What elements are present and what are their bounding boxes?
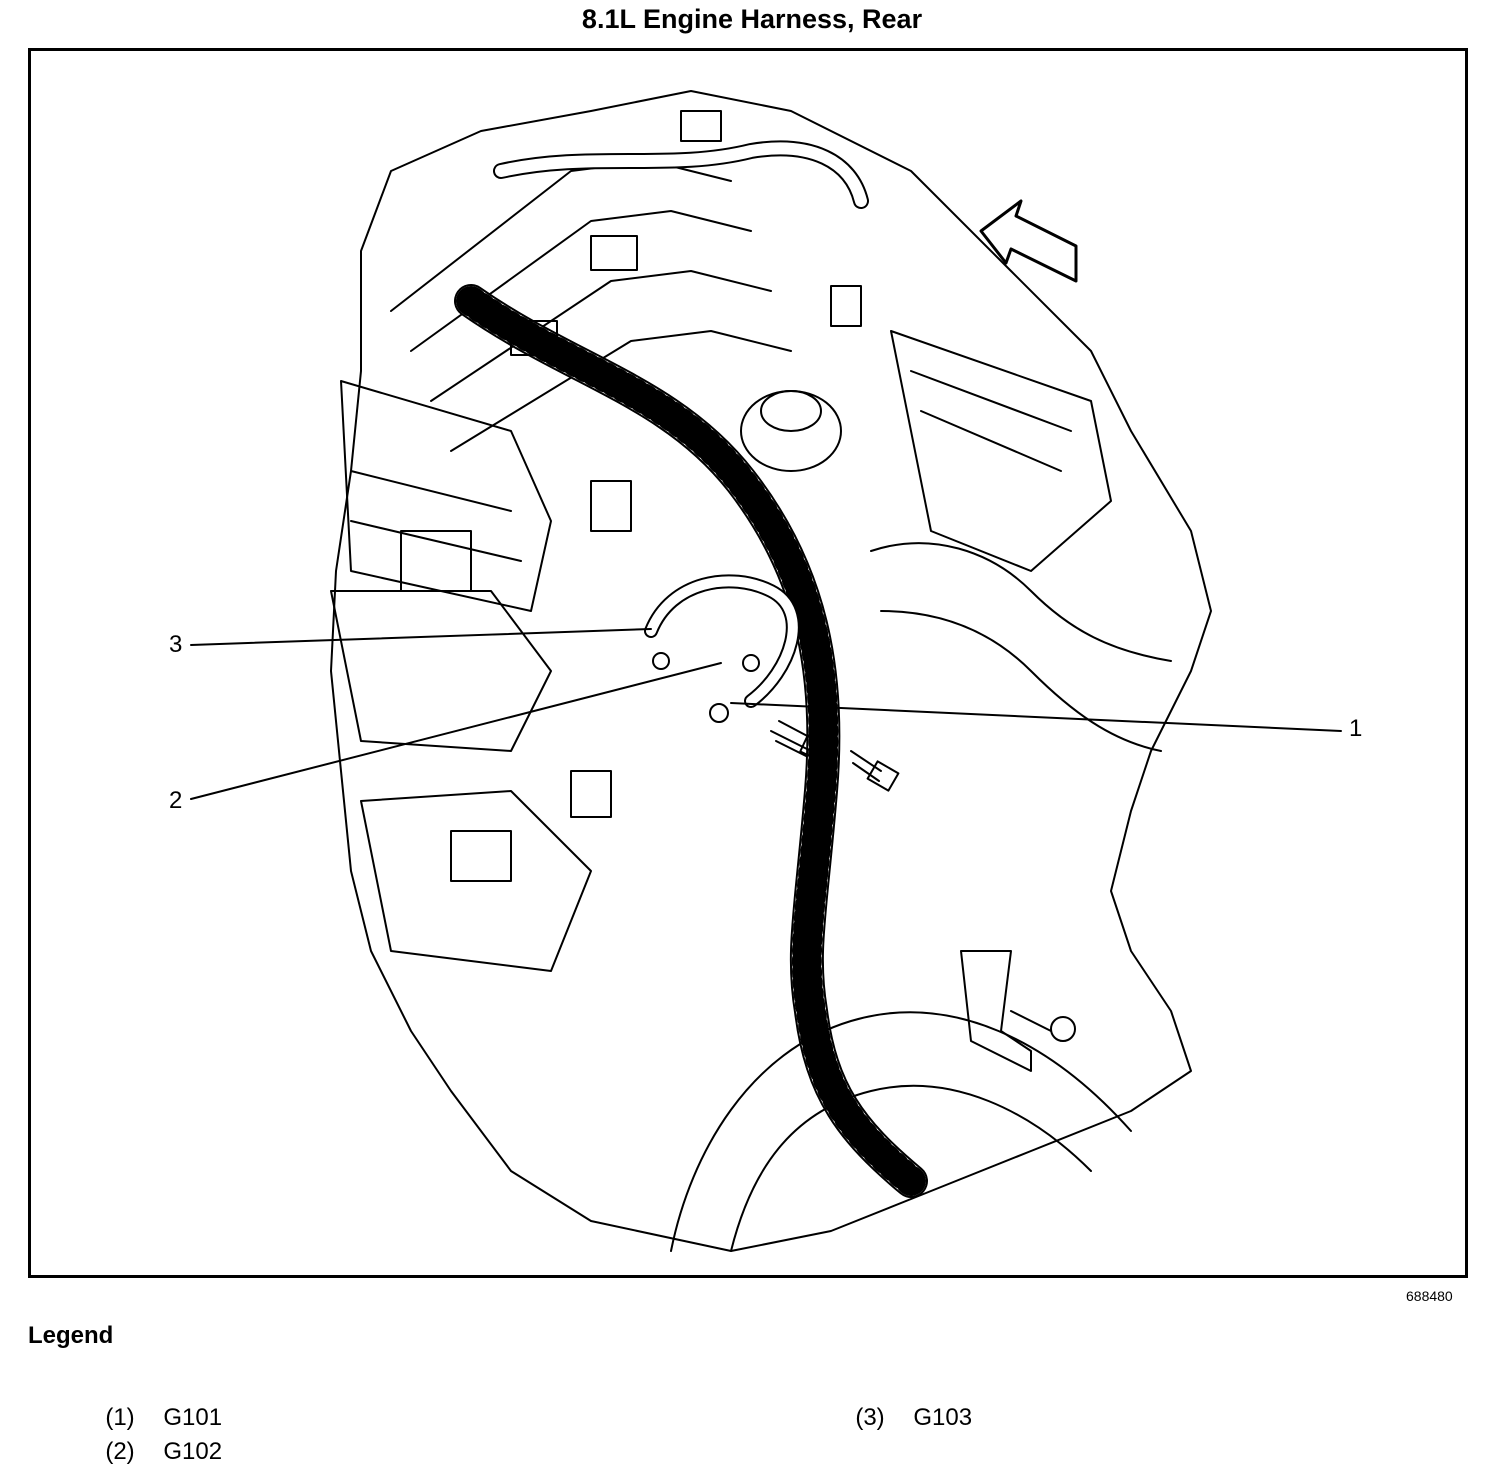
- throttle-body-inner: [760, 390, 822, 432]
- legend-item-number: (3): [855, 1404, 885, 1431]
- exhaust-pipe: [880, 610, 1162, 752]
- ground-bolt: [850, 750, 882, 782]
- sensor-connector: [590, 235, 638, 271]
- legend-item: (3) G103: [842, 1376, 972, 1432]
- cylinder-bank-right-detail: [910, 370, 1072, 432]
- harness-wrap-marks: [456, 286, 926, 1196]
- lower-left-component: [330, 590, 552, 752]
- callout-label-1: 1: [1349, 715, 1363, 742]
- transmission-bell: [730, 1084, 1092, 1252]
- ground-bolt-head: [799, 734, 829, 762]
- sensor-connector: [570, 770, 612, 818]
- legend-item: (2)G102: [92, 1410, 222, 1466]
- callout-leader-2: [190, 662, 722, 800]
- legend-item-number: (2): [105, 1438, 135, 1465]
- cylinder-bank-left-detail: [350, 470, 512, 512]
- diagram-frame: 1 2 3: [28, 48, 1468, 1278]
- callout-label-3: 3: [169, 631, 183, 658]
- legend-item: (1) G101: [92, 1376, 222, 1432]
- legend-item-number: (1): [105, 1404, 135, 1431]
- lower-bracket: [960, 950, 1032, 1072]
- ground-eyelet-g103: [652, 652, 670, 670]
- callout-label-2: 2: [169, 787, 183, 814]
- exhaust-pipe: [870, 542, 1172, 662]
- ground-eyelet-g102: [742, 654, 760, 672]
- legend-item-text: G103: [913, 1404, 973, 1431]
- manifold-runner: [390, 160, 732, 312]
- transmission-bell: [670, 1011, 1132, 1252]
- sensor-connector: [510, 320, 558, 356]
- ground-harness-loop-inner: [646, 576, 798, 706]
- engine-harness-illustration: [190, 90, 1342, 1252]
- cylinder-bank-left-detail: [350, 520, 522, 562]
- lower-stud: [1010, 1010, 1052, 1032]
- legend-item-text: G101: [163, 1404, 223, 1431]
- lower-left-component: [360, 790, 592, 972]
- legend-title: Legend: [28, 1322, 114, 1349]
- cylinder-bank-left: [340, 380, 552, 612]
- direction-arrow-icon: [979, 199, 1078, 283]
- cylinder-bank-right: [890, 330, 1112, 572]
- cylinder-bank-right-detail: [920, 410, 1062, 472]
- ground-bolt-head: [866, 760, 900, 792]
- sensor-connector: [400, 530, 472, 592]
- lower-nut: [1050, 1016, 1076, 1042]
- callout-leader-3: [190, 628, 652, 646]
- manifold-runner: [450, 330, 792, 452]
- engine-block-outline: [330, 90, 1212, 1252]
- sensor-connector: [590, 480, 632, 532]
- lower-left-bracket: [450, 830, 512, 882]
- diagram-title: 8.1L Engine Harness, Rear: [581, 4, 923, 34]
- figure-id: 688480: [1406, 1288, 1453, 1304]
- sensor-connector: [680, 110, 722, 142]
- upper-harness-branch-inner: [495, 142, 867, 207]
- callout-leader-1: [730, 702, 1342, 732]
- manifold-runner: [410, 210, 752, 352]
- ground-eyelet-g101: [709, 703, 729, 723]
- sensor-connector: [830, 285, 862, 327]
